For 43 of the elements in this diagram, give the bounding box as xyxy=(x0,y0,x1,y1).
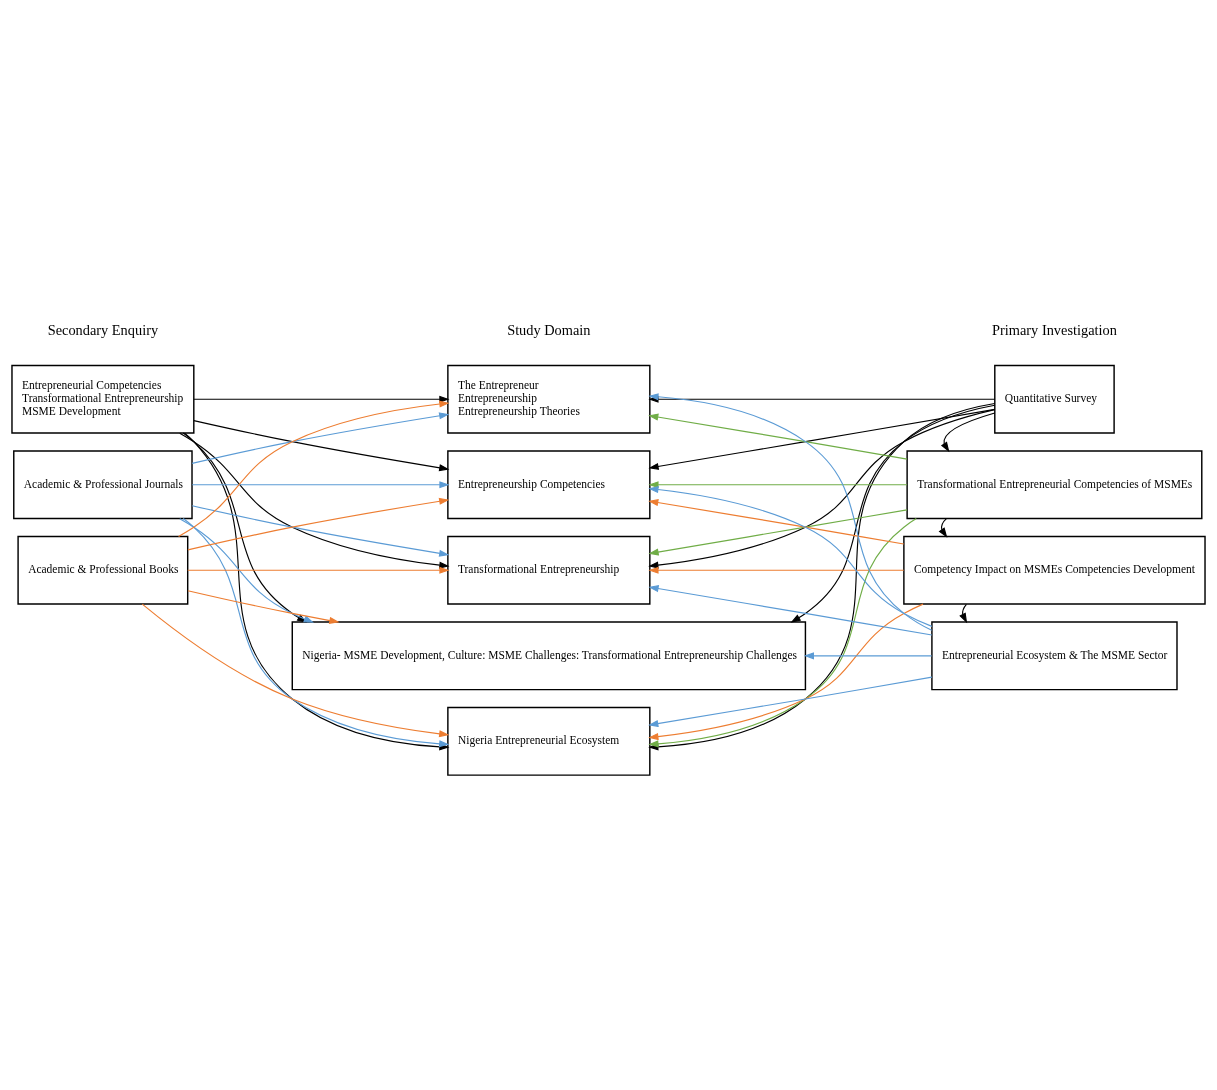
node-box: The Entrepreneur Entrepreneurship Entrepreneurship Theories xyxy=(447,364,651,434)
arrow xyxy=(193,419,450,471)
arrow xyxy=(648,408,996,470)
node-box: Competency Impact on MSMEs Competencies Development xyxy=(903,535,1206,605)
label: Study Domain xyxy=(507,321,591,338)
arrow xyxy=(191,411,450,464)
arrow xyxy=(959,603,968,623)
node-box: Transformational Entrepreneurship xyxy=(447,535,651,605)
arrow xyxy=(940,411,996,452)
arrow xyxy=(648,676,933,727)
arrow xyxy=(648,480,908,488)
arrow xyxy=(938,517,948,538)
node-box: Nigeria Entrepreneurial Ecosystem xyxy=(447,706,651,776)
label: Primary Investigation xyxy=(992,321,1117,338)
node-box: Academic & Professional Journals xyxy=(13,449,193,519)
arrow xyxy=(141,603,450,737)
node-box: Transformational Entrepreneurial Competencies of MSMEs xyxy=(906,449,1203,519)
arrow xyxy=(193,395,450,403)
arrow xyxy=(187,566,450,574)
node-box: Quantitative Survey xyxy=(994,364,1115,434)
arrow xyxy=(648,603,924,740)
node-box: Entrepreneurship Competencies xyxy=(447,449,651,519)
arrow xyxy=(648,517,917,747)
arrow xyxy=(803,651,933,659)
arrow xyxy=(648,408,996,569)
node-box: Entrepreneurial Competencies Transformational Entrepreneurship MSME Development xyxy=(11,364,195,434)
arrow xyxy=(187,497,450,550)
label: Secondary Enquiry xyxy=(47,321,159,338)
arrow xyxy=(191,480,450,488)
arrow xyxy=(648,584,933,636)
arrow xyxy=(648,566,905,574)
arrow xyxy=(648,498,905,545)
arrow xyxy=(648,508,908,555)
arrow xyxy=(179,432,450,569)
arrow xyxy=(191,504,450,557)
arrow xyxy=(178,400,450,537)
arrow xyxy=(182,517,450,747)
arrow xyxy=(648,413,908,460)
node-box: Academic & Professional Books xyxy=(17,535,189,605)
arrow xyxy=(790,404,996,623)
node-box: Entrepreneurial Ecosystem & The MSME Sector xyxy=(931,620,1178,690)
node-box: Nigeria- MSME Development, Culture: MSME Challenges: Transformational Entrepreneurship Challenges xyxy=(291,620,807,690)
arrow xyxy=(648,485,933,627)
